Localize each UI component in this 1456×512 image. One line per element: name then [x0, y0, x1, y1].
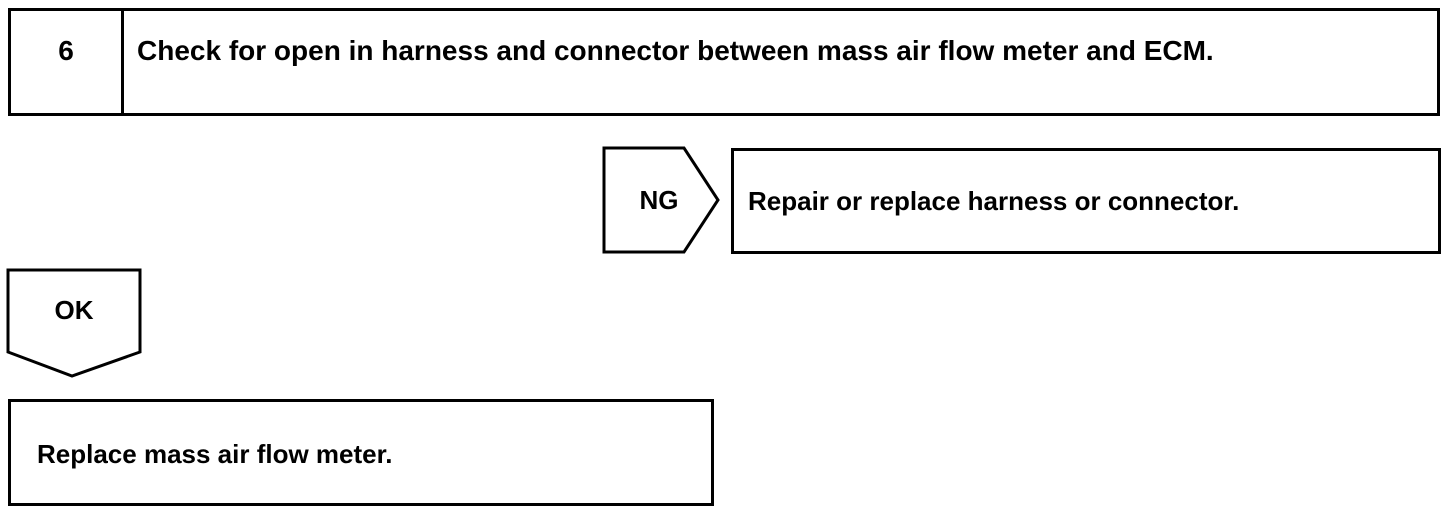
ok-arrow-shape: [6, 268, 142, 378]
ng-label: NG: [639, 185, 679, 215]
step-title: Check for open in harness and connector …: [137, 35, 1214, 66]
ok-result-box: Replace mass air flow meter.: [8, 399, 714, 506]
step-box: 6 Check for open in harness and connecto…: [8, 8, 1440, 116]
ng-result-text: Repair or replace harness or connector.: [748, 186, 1240, 216]
step-number-cell: 6: [11, 11, 124, 113]
step-number: 6: [58, 35, 74, 66]
ok-result-text: Replace mass air flow meter.: [37, 439, 393, 469]
ng-result-box: Repair or replace harness or connector.: [731, 148, 1441, 254]
ok-label: OK: [54, 295, 94, 325]
